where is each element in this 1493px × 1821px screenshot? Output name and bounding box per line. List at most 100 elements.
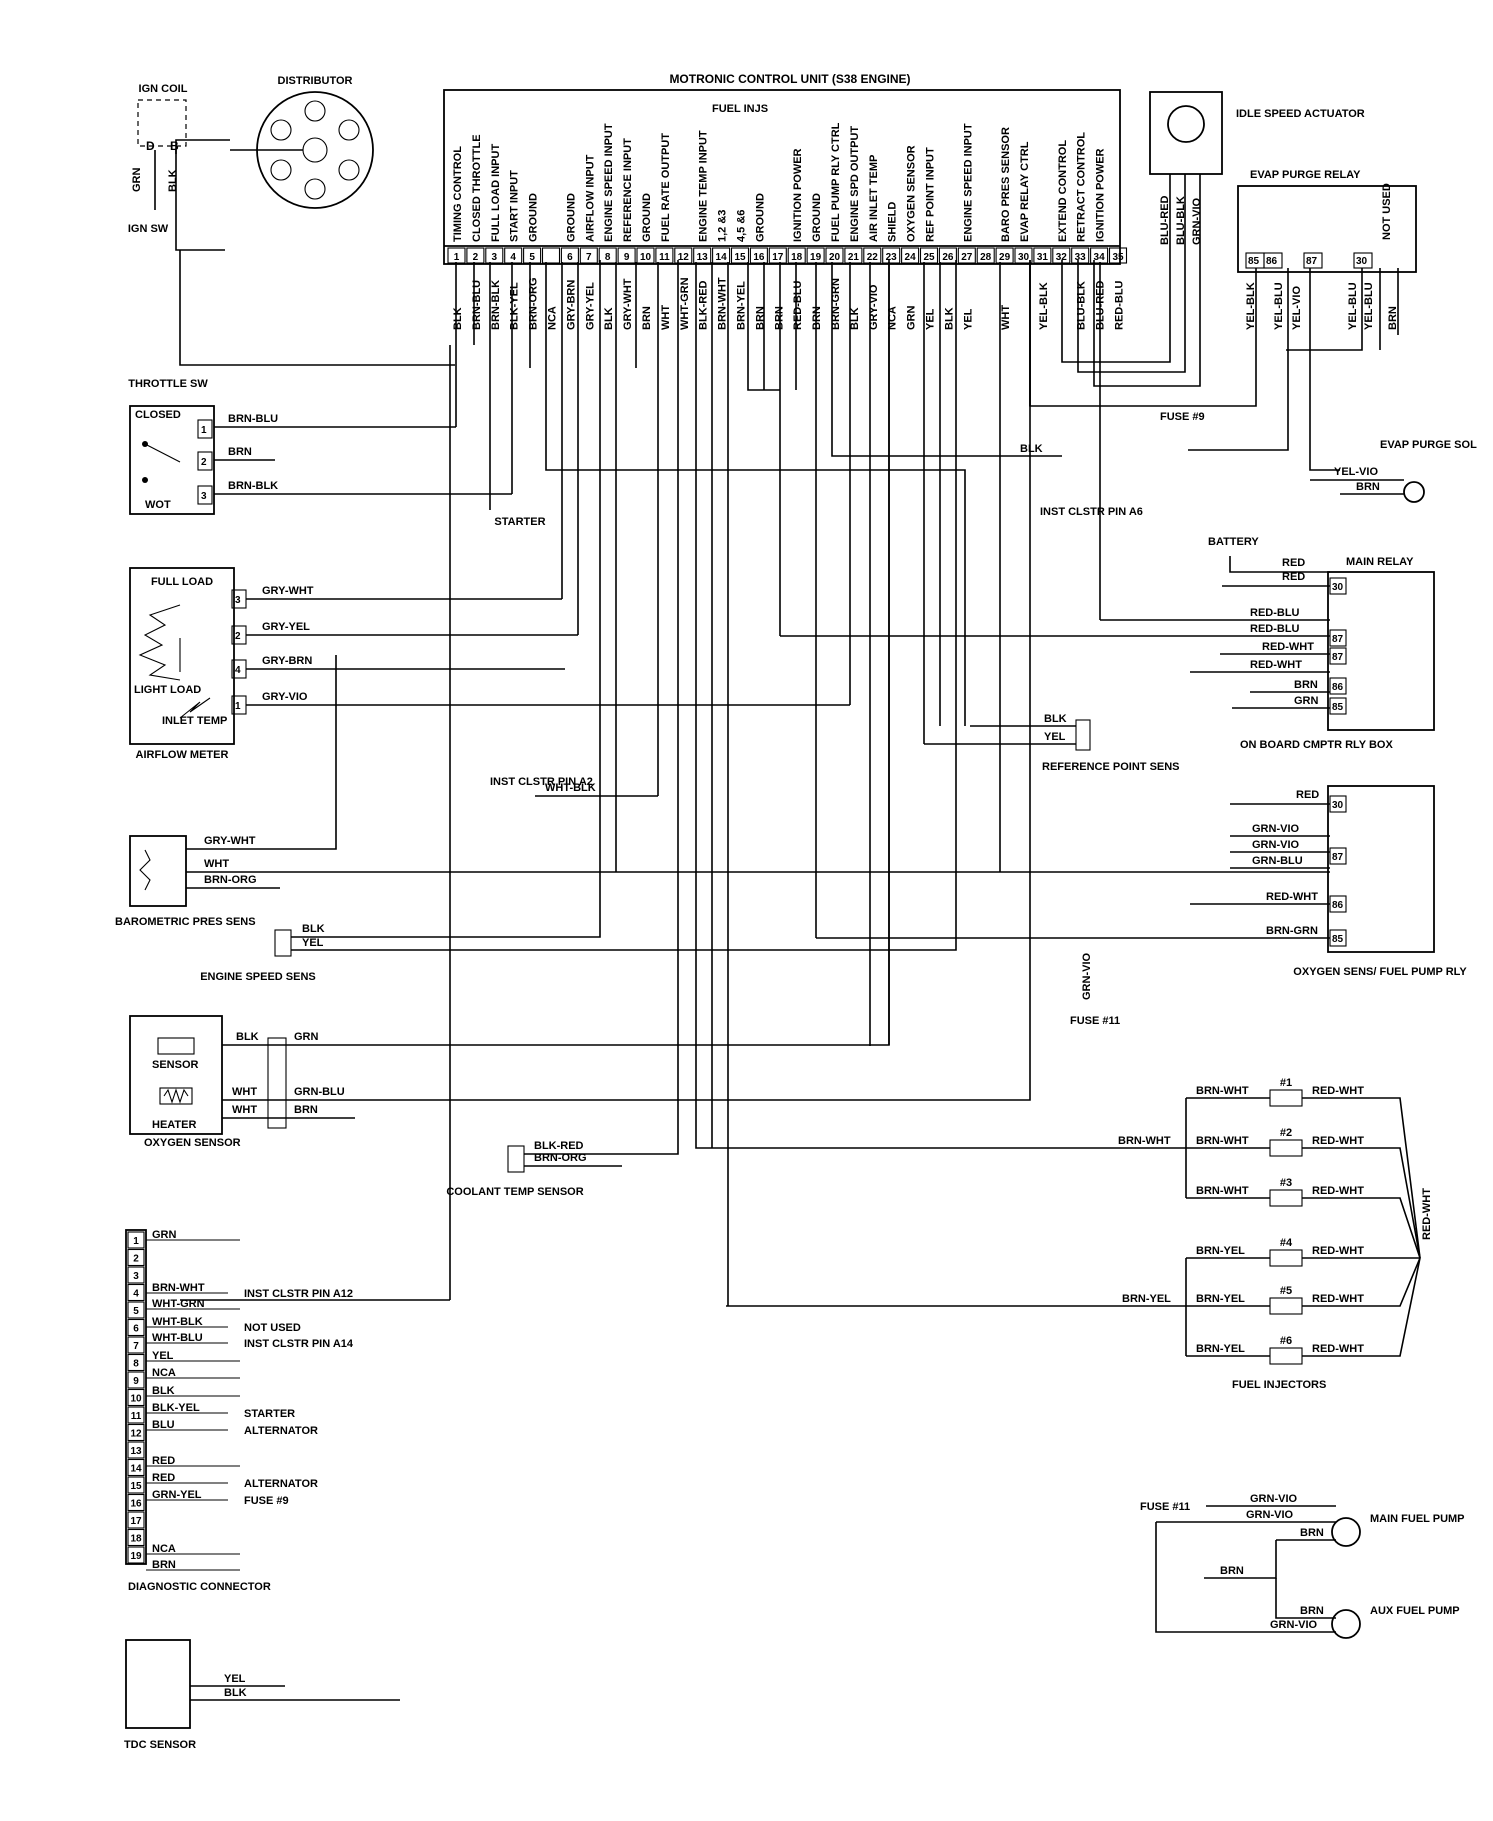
diag-pin-box [127,1371,145,1389]
full-load-label: FULL LOAD [151,576,213,588]
sensor-label: SENSOR [152,1059,199,1071]
ecu-pin-box [825,247,844,264]
o2-wire-brn: BRN [294,1104,318,1116]
throttle-pin-2: 2 [201,457,207,468]
oxy-wire-brn-grn: BRN-GRN [1266,925,1318,937]
throttle-switch-group: THROTTLE SW CLOSED WOT 1 2 3 BRN-BLU BRN… [128,378,512,515]
ecu-pin-number: 6 [567,252,573,263]
ecu-pin-number: 5 [529,252,535,263]
ecu-pin-number: 33 [1075,252,1087,263]
oxy-wire-red-wht: RED-WHT [1266,891,1318,903]
ecu-pin-number: 8 [605,252,611,263]
injector-number: #6 [1280,1335,1292,1347]
on-board-label: ON BOARD CMPTR RLY BOX [1240,739,1393,751]
diag-pin-box [127,1248,145,1267]
ecu-pin-label: FULL LOAD INPUT [490,144,502,242]
ecu-pin-number: 9 [624,252,630,263]
mr-wire-red: RED [1282,557,1305,569]
ecu-pin-box [1108,247,1128,264]
barometric-sensor-group: BAROMETRIC PRES SENS GRY-WHT WHT BRN-ORG [115,655,1330,928]
ecu-pin-label: FUEL PUMP RLY CTRL [830,122,842,242]
tdc-label: TDC SENSOR [124,1739,196,1751]
ecu-pin-number: 29 [999,252,1011,263]
ecu-pin-label: CLOSED THROTTLE [471,134,483,242]
ecu-pin-label: GROUND [754,193,766,242]
throttle-sw-label: THROTTLE SW [128,378,208,390]
ct-wire-brn-org: BRN-ORG [534,1152,587,1164]
afm-wire-gry-vio: GRY-VIO [262,691,308,703]
ecu-pin-box [957,247,976,264]
diag-wire-label: GRN [152,1229,177,1241]
fuse9-label: FUSE #9 [1160,411,1205,423]
ecu-pin-number: 13 [697,252,709,263]
ecu-pin-wire: YEL [962,308,974,330]
pump-wire-grn-vio: GRN-VIO [1250,1493,1298,1505]
diag-pin-box [127,1266,145,1284]
diag-pin-box [127,1476,145,1494]
diag-wire-label: BRN-WHT [152,1282,205,1294]
diag-pin-number: 18 [130,1534,142,1545]
injector-return [1302,1257,1421,1307]
ecu-pin-wire: WHT-GRN [679,277,691,330]
ecu-pin-label: GROUND [641,193,653,242]
injector-number: #4 [1280,1237,1293,1249]
ecu-pin-number: 21 [848,252,860,263]
evap-purge-relay-group: EVAP PURGE RELAY 85 86 87 30 NOT USED YE… [1029,169,1477,503]
throttle-pin-3: 3 [201,491,207,502]
ess-wire-blk: BLK [302,923,325,935]
ecu-pin-label: FUEL RATE OUTPUT [660,133,672,242]
distributor-label: DISTRIBUTOR [278,75,353,87]
ecu-pin-box [485,247,504,264]
ecu-pin-wire: GRY-BRN [565,280,577,330]
ecu-pin-label: 1,2 &3 [717,210,729,242]
injector-return-label: RED-WHT [1312,1185,1364,1197]
ecu-pin-wire: NCA [547,306,559,330]
ecu-pin-wire: BRN-YEL [736,281,748,330]
ecu-pin-box [523,247,542,264]
evap-wire-yel-blu-3: YEL-BLU [1363,282,1375,330]
ecu-pin-wire: BRN-WHT [717,277,729,330]
airflow-pin-3: 3 [235,595,241,606]
diag-pin-box [127,1336,145,1354]
diag-wire-dest: INST CLSTR PIN A14 [244,1338,354,1350]
coolant-temp-label: COOLANT TEMP SENSOR [446,1186,583,1198]
mr-wire-red-blu-2: RED-BLU [1250,623,1300,635]
fuse11-label: FUSE #11 [1070,1015,1120,1027]
ecu-title: MOTRONIC CONTROL UNIT (S38 ENGINE) [669,72,910,86]
ecu-pin-wire: BLK-YEL [509,282,521,330]
ecu-pin-number: 4 [510,252,516,263]
ecu-pin-number: 35 [1112,252,1124,263]
inj-bus-brn-yel: BRN-YEL [1122,1293,1171,1305]
injector-box [1269,1189,1303,1207]
tdc-sensor-group: YEL BLK TDC SENSOR [124,1639,400,1751]
mr-wire-red-wht: RED-WHT [1262,641,1314,653]
ecu-pin-wire: YEL-BLK [1038,282,1050,330]
ecu-pin-number: 34 [1094,252,1106,263]
ecu-pin-wire: BLK [849,307,861,330]
ecu-pin-wire: GRY-YEL [584,282,596,330]
injector-number: #1 [1280,1077,1292,1089]
ecu-pin-wire: BLK-RED [698,280,710,330]
diag-pin-box [127,1406,145,1424]
evap-pin-30: 30 [1356,256,1368,267]
ecu-pin-wire: BRN [811,306,823,330]
ecu-pin-box [466,247,485,264]
diag-pin-number: 19 [130,1551,142,1562]
ecu-pin-wire: YEL [925,308,937,330]
fuel-injs-label: FUEL INJS [712,103,768,115]
ecu-pin-wire: RED-BLU [1114,280,1126,330]
ecu-pin-wire: RED-BLU [792,280,804,330]
ecu-pin-label: ENGINE SPEED INPUT [603,123,615,242]
ecu-pin-box [730,247,750,264]
ecu-pin-box [693,247,712,264]
ecu-pin-label: GROUND [565,193,577,242]
pump-wire-brn-2: BRN [1220,1565,1244,1577]
ecu-pin-box [636,247,655,264]
inj-bus-brn-wht: BRN-WHT [1118,1135,1171,1147]
airflow-meter-label: AIRFLOW METER [136,749,229,761]
ecu-pin-number: 20 [829,252,841,263]
fuse11-wire-grn-vio: GRN-VIO [1081,953,1093,1001]
ecu-pin-number: 11 [659,252,670,263]
main-pin-85: 85 [1332,702,1344,713]
o2-wire-grn-blu: GRN-BLU [294,1086,345,1098]
